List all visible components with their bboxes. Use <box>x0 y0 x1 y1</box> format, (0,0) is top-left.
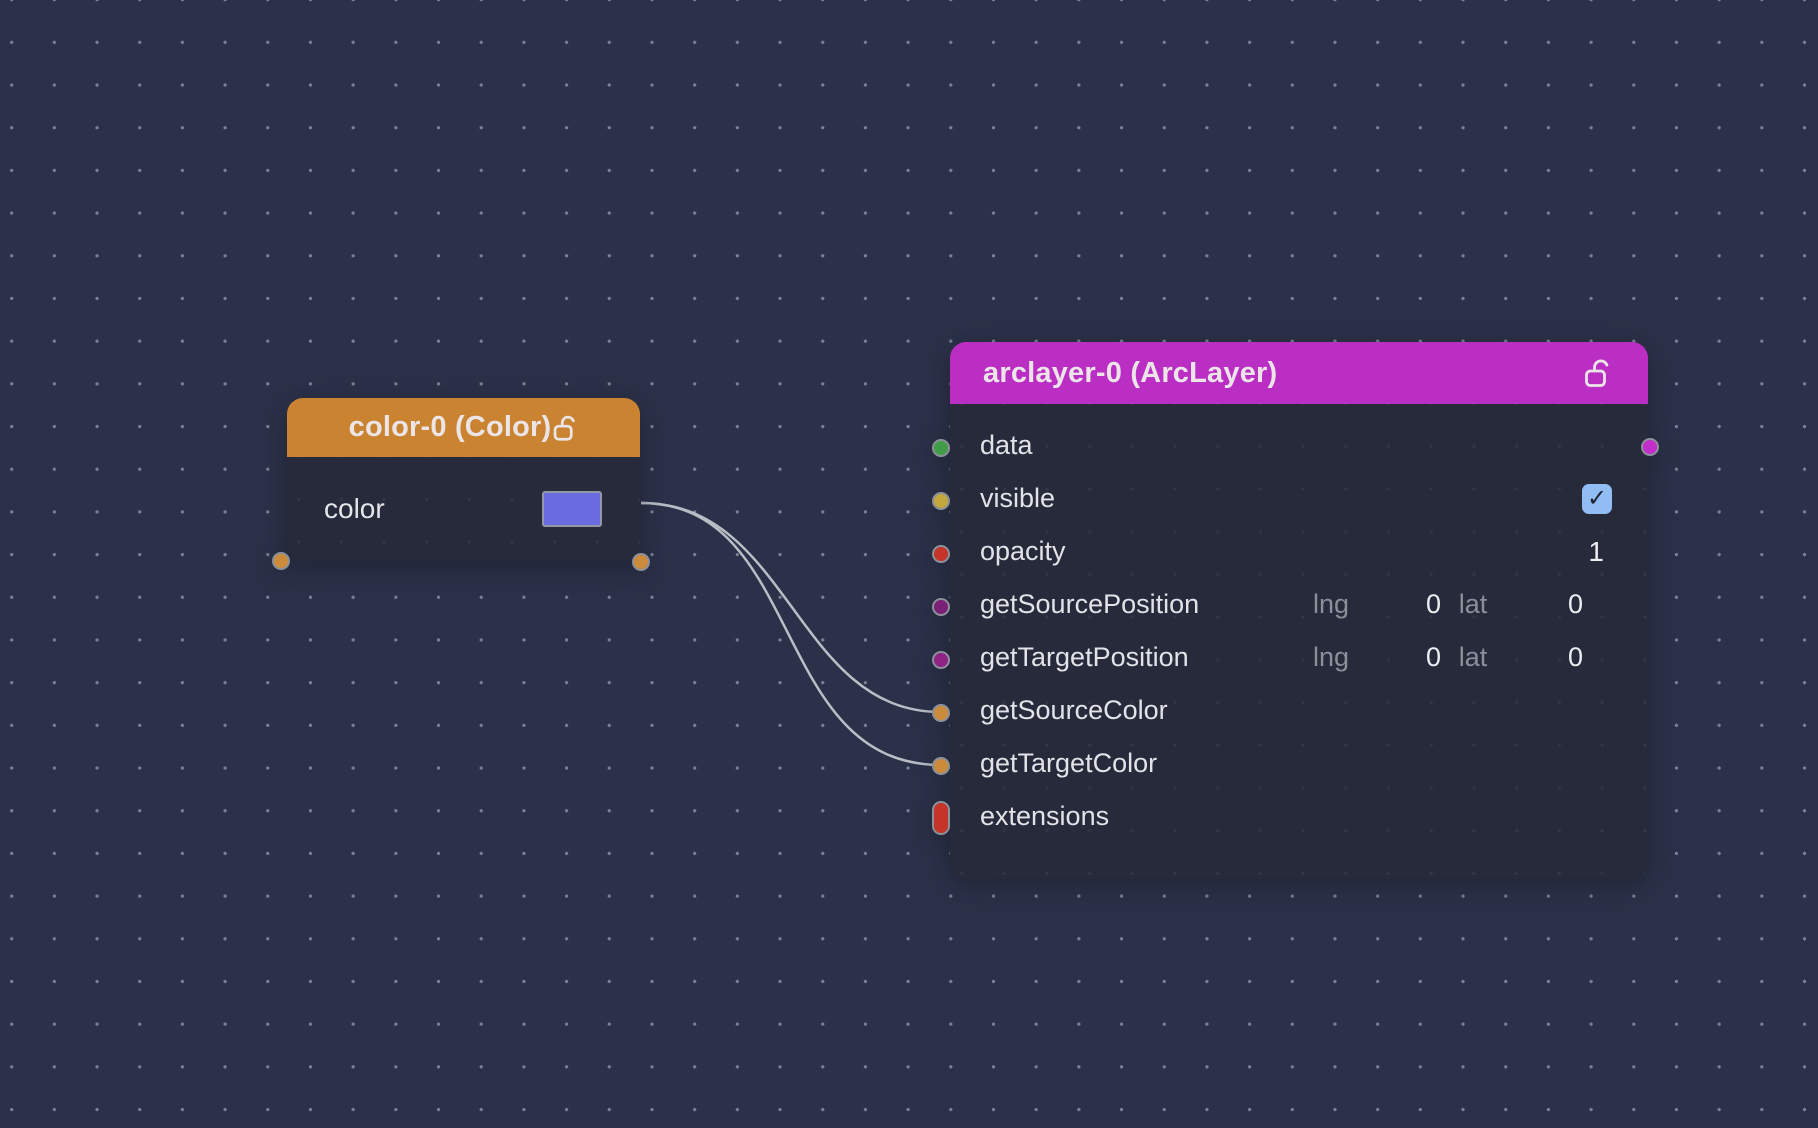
node-arclayer-0-header[interactable]: arclayer-0 (ArcLayer) <box>950 342 1648 404</box>
color-field-label: color <box>324 493 385 525</box>
node-color-0-title: color-0 (Color) <box>349 411 552 444</box>
row-opacity-label: opacity <box>980 536 1066 567</box>
port-color-output[interactable] <box>632 553 650 571</box>
port-color-input[interactable] <box>272 552 290 570</box>
row-get-target-color-label: getTargetColor <box>980 748 1157 779</box>
port-get-target-position[interactable] <box>932 651 950 669</box>
visible-checkbox[interactable]: ✓ <box>1582 484 1612 514</box>
port-get-source-position[interactable] <box>932 598 950 616</box>
row-data: data <box>950 419 1648 472</box>
row-extensions: extensions <box>950 790 1648 843</box>
wire-color-to-getsourcecolor[interactable] <box>641 503 941 712</box>
source-lng-value[interactable]: 0 <box>1363 589 1441 620</box>
color-swatch[interactable] <box>542 491 602 527</box>
opacity-value[interactable]: 1 <box>1588 536 1648 568</box>
port-get-target-color[interactable] <box>932 757 950 775</box>
lng-label: lng <box>1299 642 1363 673</box>
node-color-0-header[interactable]: color-0 (Color) <box>287 398 640 457</box>
node-arclayer-0-body: data visible ✓ opacity 1 getSourcePositi… <box>950 404 1648 879</box>
row-visible: visible ✓ <box>950 472 1648 525</box>
row-opacity: opacity 1 <box>950 525 1648 578</box>
node-color-0[interactable]: color-0 (Color) color <box>287 398 640 561</box>
port-extensions[interactable] <box>932 801 950 835</box>
unlock-icon[interactable] <box>551 412 578 444</box>
lat-label: lat <box>1441 642 1505 673</box>
port-get-source-color[interactable] <box>932 704 950 722</box>
port-opacity[interactable] <box>932 545 950 563</box>
checkmark-icon: ✓ <box>1587 484 1607 513</box>
port-data[interactable] <box>932 439 950 457</box>
node-color-0-body: color <box>287 457 640 561</box>
wire-color-to-gettargetcolor[interactable] <box>641 503 941 765</box>
row-get-source-color-label: getSourceColor <box>980 695 1168 726</box>
unlock-icon[interactable] <box>1582 355 1612 391</box>
row-get-source-position: getSourcePosition lng 0 lat 0 <box>950 578 1648 631</box>
row-get-source-position-label: getSourcePosition <box>980 589 1299 620</box>
node-arclayer-0-title: arclayer-0 (ArcLayer) <box>983 357 1277 390</box>
lat-label: lat <box>1441 589 1505 620</box>
port-arclayer-output[interactable] <box>1641 438 1659 456</box>
source-lat-value[interactable]: 0 <box>1505 589 1583 620</box>
row-get-target-position-label: getTargetPosition <box>980 642 1299 673</box>
row-visible-label: visible <box>980 483 1055 514</box>
row-data-label: data <box>980 430 1033 461</box>
row-extensions-label: extensions <box>980 801 1109 832</box>
property-rows: data visible ✓ opacity 1 getSourcePositi… <box>950 419 1648 843</box>
port-visible[interactable] <box>932 492 950 510</box>
node-arclayer-0[interactable]: arclayer-0 (ArcLayer) data visible ✓ op <box>950 342 1648 879</box>
row-get-target-position: getTargetPosition lng 0 lat 0 <box>950 631 1648 684</box>
target-lng-value[interactable]: 0 <box>1363 642 1441 673</box>
row-get-source-color: getSourceColor <box>950 684 1648 737</box>
target-lat-value[interactable]: 0 <box>1505 642 1583 673</box>
lng-label: lng <box>1299 589 1363 620</box>
row-get-target-color: getTargetColor <box>950 737 1648 790</box>
